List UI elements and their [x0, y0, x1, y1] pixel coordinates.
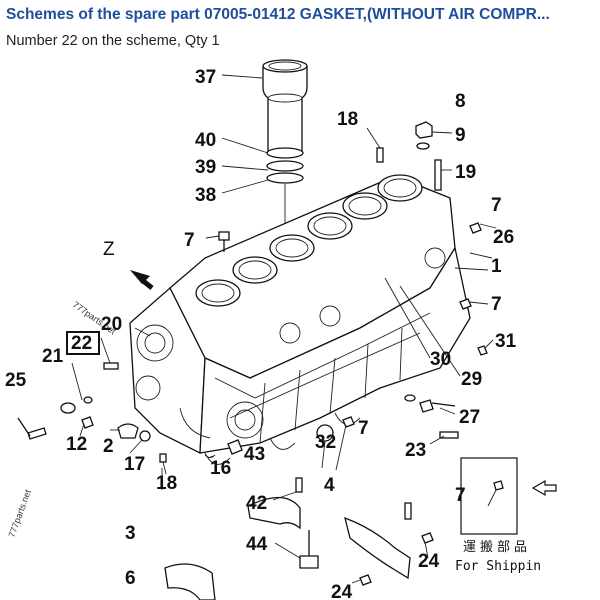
callout-number[interactable]: 7 — [184, 230, 195, 251]
view-z-label: Z — [103, 239, 115, 260]
callout-number[interactable]: 9 — [455, 125, 466, 146]
callout-number[interactable]: 30 — [430, 349, 451, 370]
callout-number[interactable]: 7 — [455, 485, 466, 506]
detail-inset-box — [460, 457, 557, 535]
callout-number[interactable]: 4 — [324, 475, 335, 496]
shipping-parts-label-en: For Shippin — [455, 559, 541, 574]
callout-number[interactable]: 8 — [455, 91, 466, 112]
part-position-subtitle: Number 22 on the scheme, Qty 1 — [6, 33, 220, 49]
parts-scheme-diagram: Z 777parts.net 777parts.net 運搬部品 For Shi… — [5, 59, 557, 600]
callout-number[interactable]: 18 — [156, 473, 177, 494]
view-z-arrow — [130, 270, 154, 290]
callout-number[interactable]: 20 — [101, 314, 122, 335]
small-parts — [17, 121, 488, 600]
callout-number[interactable]: 25 — [5, 370, 27, 391]
callout-number[interactable]: 6 — [125, 568, 136, 589]
callout-number[interactable]: 32 — [315, 432, 336, 453]
shipping-parts-label-jp: 運搬部品 — [463, 540, 531, 555]
callout-number[interactable]: 24 — [418, 551, 440, 572]
callout-number[interactable]: 24 — [331, 582, 353, 600]
callout-number[interactable]: 44 — [246, 534, 268, 555]
page-title: Schemes of the spare part 07005-01412 GA… — [6, 6, 550, 23]
callout-number[interactable]: 26 — [493, 227, 514, 248]
callout-number[interactable]: 19 — [455, 162, 476, 183]
callout-number[interactable]: 7 — [491, 195, 502, 216]
callout-number[interactable]: 40 — [195, 130, 216, 151]
callout-number[interactable]: 1 — [491, 256, 502, 277]
callout-number[interactable]: 18 — [337, 109, 358, 130]
callout-number[interactable]: 39 — [195, 157, 216, 178]
callout-number[interactable]: 2 — [103, 436, 114, 457]
callout-number[interactable]: 38 — [195, 185, 216, 206]
callout-number[interactable]: 23 — [405, 440, 426, 461]
callout-number[interactable]: 29 — [461, 369, 482, 390]
callout-number[interactable]: 37 — [195, 67, 216, 88]
engine-block — [129, 174, 471, 465]
callout-number[interactable]: 16 — [210, 458, 231, 479]
highlighted-callout-number[interactable]: 22 — [71, 333, 92, 354]
callout-number[interactable]: 43 — [244, 444, 265, 465]
callout-number[interactable]: 12 — [66, 434, 87, 455]
callout-number[interactable]: 3 — [125, 523, 136, 544]
leader-lines — [71, 74, 497, 584]
callout-number[interactable]: 42 — [246, 493, 267, 514]
callout-number[interactable]: 21 — [42, 346, 64, 367]
watermark-text: 777parts.net — [6, 488, 33, 539]
callout-number[interactable]: 31 — [495, 331, 517, 352]
callout-number[interactable]: 7 — [358, 418, 369, 439]
callout-number[interactable]: 17 — [124, 454, 145, 475]
callout-numbers: 37 40 39 38 18 8 9 19 7 26 1 7 31 30 29 … — [5, 67, 517, 600]
callout-number[interactable]: 27 — [459, 407, 480, 428]
highlight-box — [66, 331, 100, 355]
callout-number[interactable]: 7 — [491, 294, 502, 315]
